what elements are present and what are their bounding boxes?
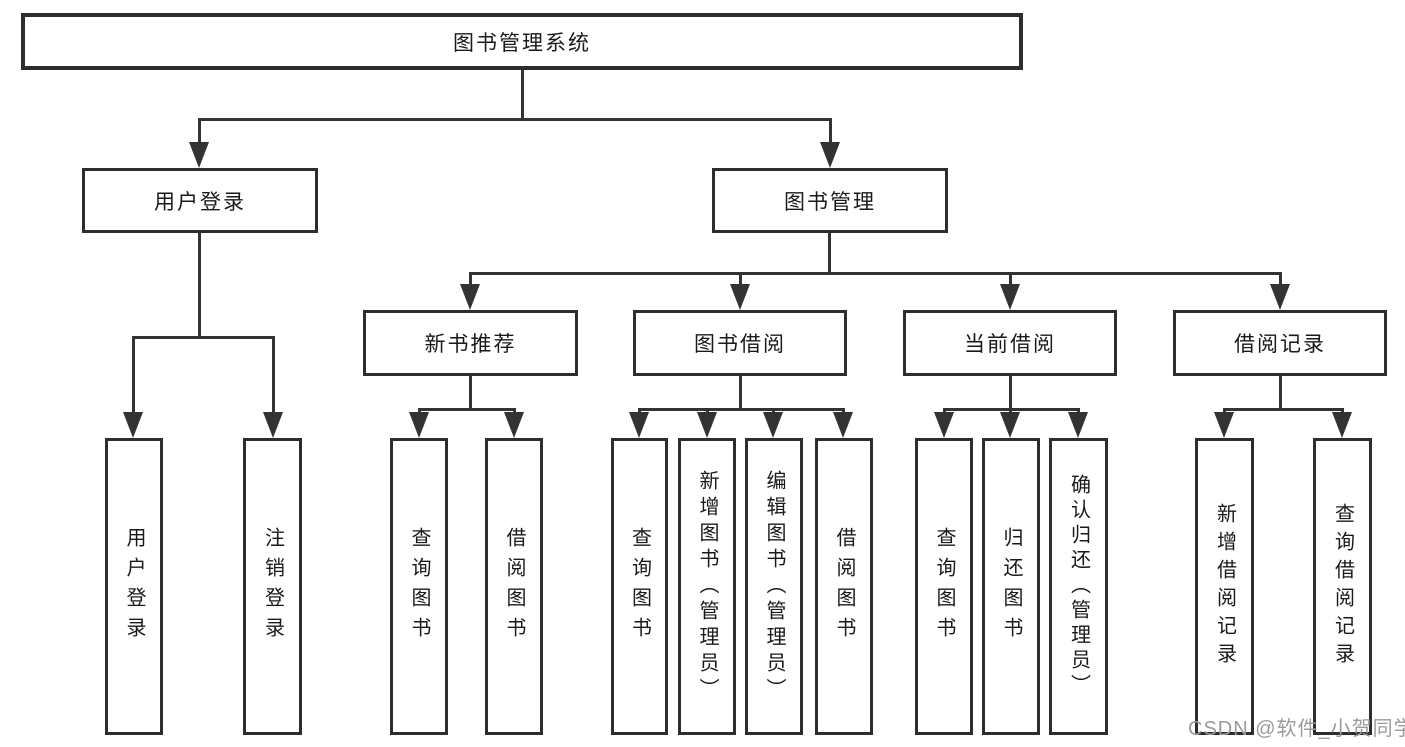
arrowhead-down-icon bbox=[263, 412, 283, 438]
arrowhead-down-icon bbox=[763, 412, 783, 438]
arrowhead-down-icon bbox=[697, 412, 717, 438]
connector-line bbox=[418, 408, 516, 411]
arrowhead-down-icon bbox=[1270, 284, 1290, 310]
connector-line bbox=[739, 272, 742, 288]
connector-line bbox=[1279, 272, 1282, 288]
leaf-logout: 注销登录 bbox=[243, 438, 302, 735]
arrowhead-down-icon bbox=[1000, 284, 1020, 310]
arrowhead-down-icon bbox=[1332, 412, 1352, 438]
connector-line bbox=[1009, 272, 1012, 288]
connector-line bbox=[739, 376, 742, 410]
arrowhead-down-icon bbox=[833, 412, 853, 438]
leaf-query-books-3: 查询图书 bbox=[915, 438, 973, 735]
arrowhead-down-icon bbox=[629, 412, 649, 438]
connector-line bbox=[198, 118, 832, 121]
arrowhead-down-icon bbox=[730, 284, 750, 310]
connector-line bbox=[521, 70, 524, 120]
connector-line bbox=[198, 118, 201, 146]
arrowhead-down-icon bbox=[409, 412, 429, 438]
leaf-add-borrow-record: 新增借阅记录 bbox=[1195, 438, 1254, 735]
arrowhead-down-icon bbox=[460, 284, 480, 310]
connector-line bbox=[198, 233, 201, 338]
connector-line bbox=[828, 233, 831, 275]
leaf-return-books: 归还图书 bbox=[982, 438, 1040, 735]
connector-line bbox=[132, 336, 135, 414]
connector-line bbox=[469, 376, 472, 410]
leaf-user-login: 用户登录 bbox=[105, 438, 163, 735]
leaf-edit-books-admin: 编辑图书（管理员） bbox=[745, 438, 803, 735]
leaf-query-books-2: 查询图书 bbox=[611, 438, 668, 735]
connector-line bbox=[469, 272, 472, 288]
connector-line bbox=[1223, 408, 1344, 411]
node-book-borrow: 图书借阅 bbox=[633, 310, 847, 376]
arrowhead-down-icon bbox=[504, 412, 524, 438]
connector-line bbox=[469, 272, 1282, 275]
node-user-login: 用户登录 bbox=[82, 168, 318, 233]
csdn-watermark: CSDN @软件_小贺同学 bbox=[1188, 718, 1405, 740]
arrowhead-down-icon bbox=[1214, 412, 1234, 438]
arrowhead-down-icon bbox=[189, 142, 209, 168]
leaf-query-books-1: 查询图书 bbox=[390, 438, 448, 735]
arrowhead-down-icon bbox=[1000, 412, 1020, 438]
connector-line bbox=[829, 118, 832, 146]
node-root-library-system: 图书管理系统 bbox=[21, 13, 1023, 70]
leaf-add-books-admin: 新增图书（管理员） bbox=[678, 438, 736, 735]
connector-line bbox=[1009, 376, 1012, 410]
leaf-borrow-books-2: 借阅图书 bbox=[815, 438, 873, 735]
leaf-borrow-books-1: 借阅图书 bbox=[485, 438, 543, 735]
leaf-confirm-return-admin: 确认归还（管理员） bbox=[1049, 438, 1108, 735]
node-borrow-record: 借阅记录 bbox=[1173, 310, 1387, 376]
connector-line bbox=[272, 336, 275, 414]
connector-line bbox=[1279, 376, 1282, 410]
connector-line bbox=[132, 336, 275, 339]
leaf-query-borrow-record: 查询借阅记录 bbox=[1313, 438, 1372, 735]
arrowhead-down-icon bbox=[820, 142, 840, 168]
arrowhead-down-icon bbox=[934, 412, 954, 438]
arrowhead-down-icon bbox=[1068, 412, 1088, 438]
node-current-borrow: 当前借阅 bbox=[903, 310, 1117, 376]
connector-line bbox=[638, 408, 844, 411]
arrowhead-down-icon bbox=[123, 412, 143, 438]
node-new-book-recommend: 新书推荐 bbox=[363, 310, 578, 376]
node-book-management: 图书管理 bbox=[712, 168, 948, 233]
